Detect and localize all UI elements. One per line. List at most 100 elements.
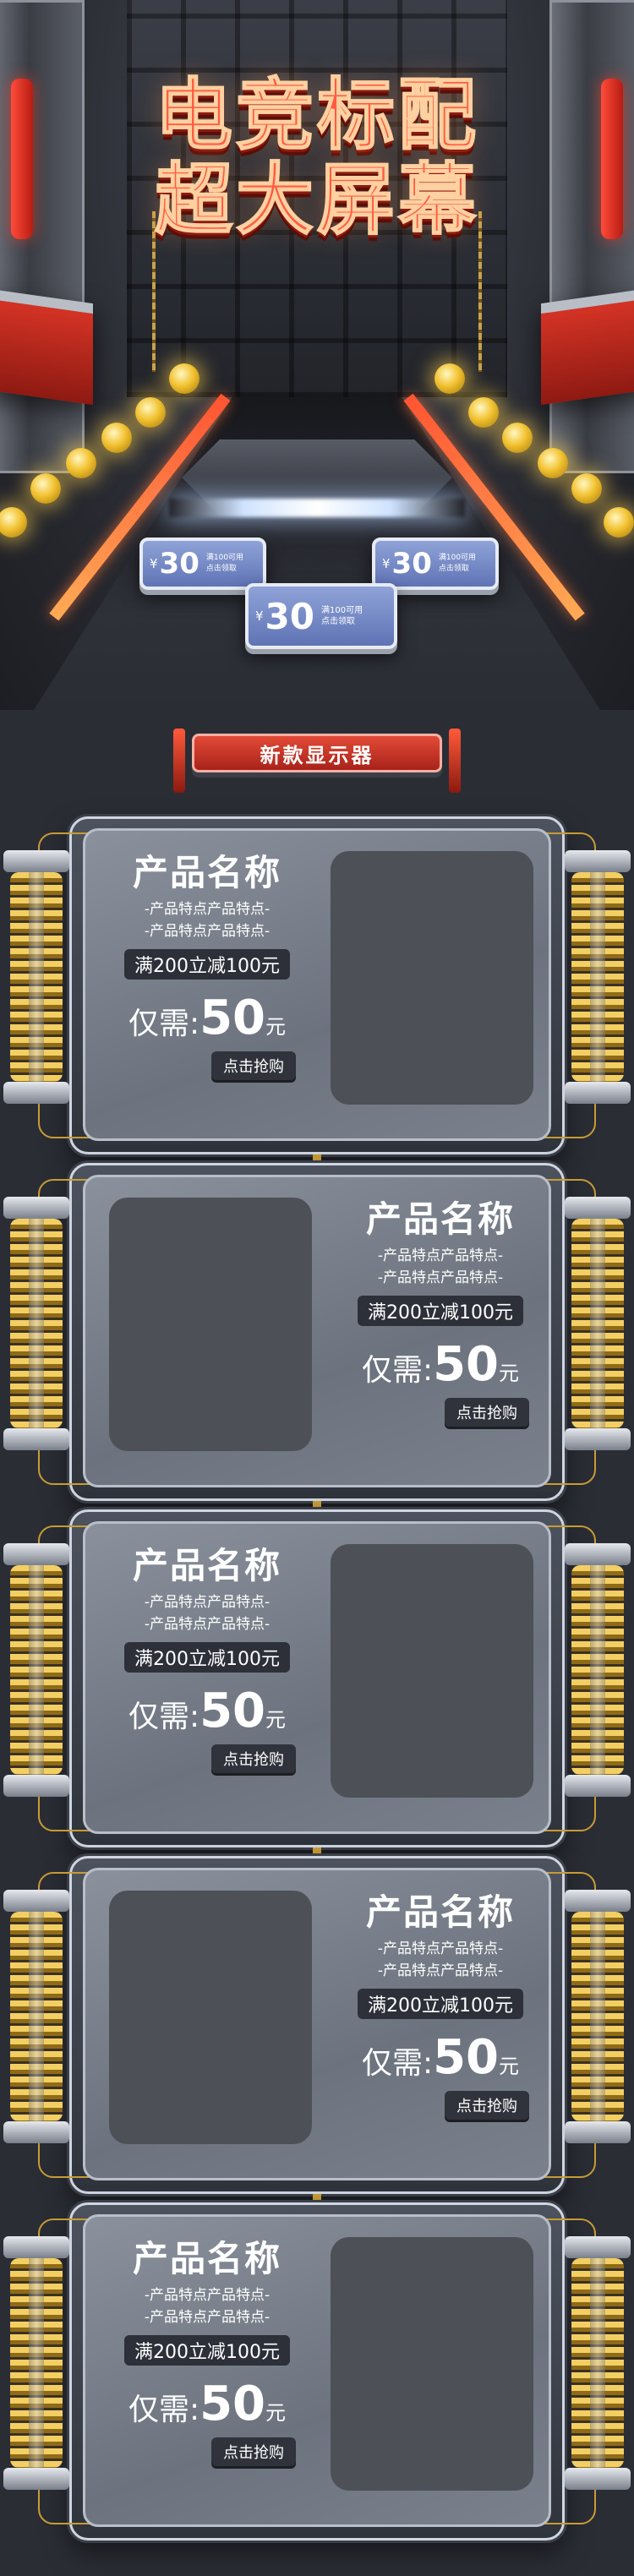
product-image[interactable] [331, 851, 533, 1105]
coupon-amount: 30 [265, 595, 314, 637]
price-value: 50 [433, 2030, 500, 2085]
product-image[interactable] [331, 2237, 533, 2491]
product-card-2: 产品名称 -产品特点产品特点- -产品特点产品特点- 满200立减100元 仅需… [0, 1163, 634, 1501]
product-feature: -产品特点产品特点- [144, 1616, 271, 1633]
coil-decoration-right [565, 1543, 631, 1797]
hero-banner: 电竞标配 超大屏幕 ¥ 30 满100可用 点击领取 ¥ 30 满100可用 点… [0, 0, 634, 710]
price-row: 仅需: 50 元 [97, 995, 317, 1043]
coupon-left[interactable]: ¥ 30 满100可用 点击领取 [139, 538, 266, 590]
coil-decoration-left [3, 2236, 69, 2490]
product-feature: -产品特点产品特点- [144, 923, 271, 940]
coupon-cta: 点击领取 [438, 565, 469, 573]
product-feature: -产品特点产品特点- [144, 2309, 271, 2326]
product-panel: 产品名称 -产品特点产品特点- -产品特点产品特点- 满200立减100元 仅需… [83, 2214, 551, 2527]
coupon-amount: 30 [391, 547, 432, 581]
price-row: 仅需: 50 元 [97, 1688, 317, 1736]
price-value: 50 [199, 1684, 266, 1738]
price-unit: 元 [499, 2055, 520, 2078]
coil-decoration-left [3, 850, 69, 1104]
product-card-3: 产品名称 -产品特点产品特点- -产品特点产品特点- 满200立减100元 仅需… [0, 1509, 634, 1847]
product-image[interactable] [109, 1891, 312, 2144]
coupon-right[interactable]: ¥ 30 满100可用 点击领取 [372, 538, 499, 590]
hero-title-line-2: 超大屏幕 [154, 154, 479, 246]
buy-now-button[interactable]: 点击抢购 [211, 1744, 296, 1773]
product-info: 产品名称 -产品特点产品特点- -产品特点产品特点- 满200立减100元 仅需… [331, 1887, 550, 2120]
hero-back-wall [127, 0, 507, 397]
light-bulb-icon [502, 423, 533, 453]
price-row: 仅需: 50 元 [97, 2381, 317, 2429]
product-feature: -产品特点产品特点- [377, 1940, 504, 1957]
product-name: 产品名称 [132, 2238, 281, 2279]
product-feature: -产品特点产品特点- [377, 1247, 504, 1264]
pillar-light-left [11, 79, 33, 239]
stage-lights [0, 0, 634, 710]
coupon-condition: 满100可用 [321, 606, 363, 615]
price-label: 仅需: [128, 1700, 200, 1734]
light-bulb-icon [571, 473, 602, 504]
coil-decoration-right [565, 1890, 631, 2143]
product-feature: -产品特点产品特点- [144, 1594, 271, 1611]
product-card-1: 产品名称 -产品特点产品特点- -产品特点产品特点- 满200立减100元 仅需… [0, 816, 634, 1154]
price-unit: 元 [499, 1362, 520, 1385]
coil-decoration-right [565, 850, 631, 1104]
light-bulb-icon [538, 448, 568, 478]
light-bulb-icon [169, 363, 199, 394]
buy-now-button[interactable]: 点击抢购 [211, 1051, 296, 1080]
coupon-currency: ¥ [382, 556, 391, 571]
product-info: 产品名称 -产品特点产品特点- -产品特点产品特点- 满200立减100元 仅需… [97, 1541, 317, 1773]
product-info: 产品名称 -产品特点产品特点- -产品特点产品特点- 满200立减100元 仅需… [97, 2234, 317, 2466]
price-label: 仅需: [128, 1007, 200, 1041]
promo-badge: 满200立减100元 [124, 2335, 290, 2366]
light-bulb-icon [0, 507, 27, 538]
coil-decoration-left [3, 1543, 69, 1797]
product-panel: 产品名称 -产品特点产品特点- -产品特点产品特点- 满200立减100元 仅需… [83, 1175, 551, 1487]
price-unit: 元 [265, 1708, 287, 1732]
light-bulb-icon [30, 473, 61, 504]
product-info: 产品名称 -产品特点产品特点- -产品特点产品特点- 满200立减100元 仅需… [331, 1194, 550, 1427]
price-value: 50 [199, 991, 266, 1045]
podium-glow [169, 499, 465, 517]
promo-badge: 满200立减100元 [358, 1989, 523, 2019]
buy-now-button[interactable]: 点击抢购 [211, 2437, 296, 2466]
product-feature: -产品特点产品特点- [144, 901, 271, 918]
product-name: 产品名称 [365, 1891, 515, 1933]
light-bulb-icon [66, 448, 96, 478]
light-bulb-icon [604, 507, 634, 538]
product-feature: -产品特点产品特点- [377, 1269, 504, 1286]
product-panel: 产品名称 -产品特点产品特点- -产品特点产品特点- 满200立减100元 仅需… [83, 828, 551, 1141]
product-name: 产品名称 [132, 1545, 281, 1586]
hanging-chain-right [478, 211, 482, 372]
product-feature: -产品特点产品特点- [377, 1962, 504, 1979]
product-name: 产品名称 [365, 1198, 515, 1240]
product-feature: -产品特点产品特点- [144, 2287, 271, 2304]
promo-badge: 满200立减100元 [124, 1642, 290, 1673]
coupon-amount: 30 [159, 547, 199, 581]
price-label: 仅需: [361, 2046, 434, 2081]
coil-decoration-right [565, 2236, 631, 2490]
banner-post-right [449, 729, 461, 793]
product-image[interactable] [109, 1198, 312, 1451]
coupon-condition: 满100可用 [205, 554, 244, 562]
coil-decoration-right [565, 1197, 631, 1450]
price-value: 50 [433, 1337, 500, 1392]
coupon-center[interactable]: ¥ 30 满100可用 点击领取 [245, 583, 397, 649]
hanging-chain-left [152, 211, 156, 372]
price-unit: 元 [265, 2401, 287, 2425]
price-label: 仅需: [361, 1353, 434, 1388]
price-label: 仅需: [128, 2393, 200, 2427]
buy-now-button[interactable]: 点击抢购 [445, 2091, 529, 2120]
coupon-currency: ¥ [255, 609, 264, 624]
product-image[interactable] [331, 1544, 533, 1798]
light-bulb-icon [468, 397, 499, 428]
light-bulb-icon [135, 397, 166, 428]
hero-title-line-1: 电竞标配 [154, 69, 479, 161]
pillar-light-right [601, 79, 623, 239]
price-value: 50 [199, 2377, 266, 2431]
coil-decoration-left [3, 1890, 69, 2143]
coupon-cta: 点击领取 [321, 617, 355, 626]
section-title: 新款显示器 [192, 734, 442, 772]
buy-now-button[interactable]: 点击抢购 [445, 1398, 529, 1427]
coupon-cta: 点击领取 [205, 565, 237, 573]
coupon-currency: ¥ [150, 556, 158, 571]
product-info: 产品名称 -产品特点产品特点- -产品特点产品特点- 满200立减100元 仅需… [97, 848, 317, 1080]
